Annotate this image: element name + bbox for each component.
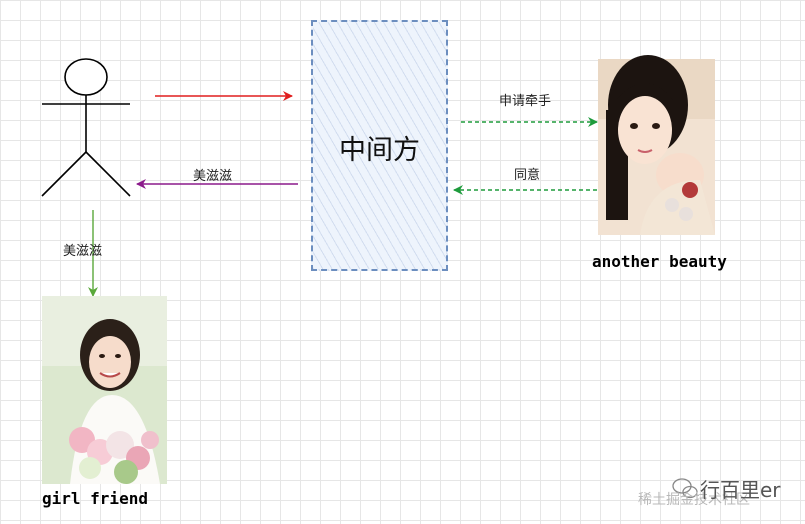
- another-beauty-image: [598, 55, 715, 235]
- another-beauty-caption: another beauty: [592, 252, 727, 271]
- middle-party-label: 中间方: [339, 135, 420, 166]
- watermark-platform: 稀土掘金技术社区: [638, 492, 750, 508]
- edge-return-label: 美滋滋: [193, 169, 233, 184]
- girl-friend-image: [42, 296, 167, 484]
- girl-friend-caption: girl friend: [42, 489, 148, 508]
- edge-agree-label: 同意: [514, 168, 541, 183]
- middle-party-box: [311, 20, 448, 271]
- actor-stick-figure: [41, 58, 131, 197]
- edge-apply-label: 申请牵手: [499, 94, 552, 109]
- wechat-logo-icon: [672, 478, 698, 499]
- watermark-account: 行百里er: [700, 478, 781, 502]
- edge-down-label: 美滋滋: [63, 244, 103, 259]
